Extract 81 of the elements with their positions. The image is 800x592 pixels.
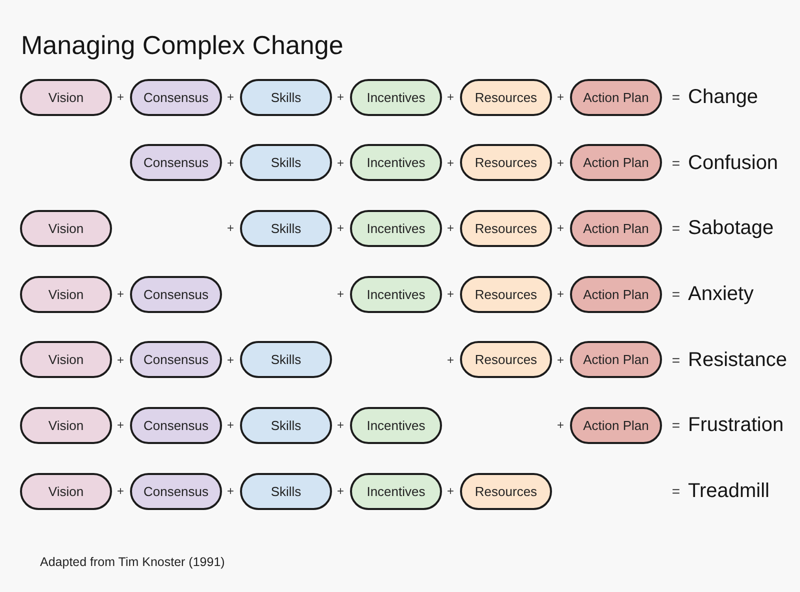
- plus-sign: +: [557, 288, 564, 300]
- plus-sign: +: [557, 91, 564, 103]
- plus-sign: +: [447, 156, 454, 169]
- factor-pill: Action Plan: [570, 406, 662, 444]
- factor-pill: Consensus: [130, 472, 222, 510]
- plus-sign: +: [227, 485, 234, 498]
- outcome-label: Treadmill: [688, 479, 770, 504]
- source-caption: Adapted from Tim Knoster (1991): [40, 554, 225, 570]
- plus-sign: +: [557, 222, 564, 234]
- factor-pill: Consensus: [130, 406, 222, 444]
- factor-pill: Skills: [240, 210, 332, 247]
- plus-sign: +: [117, 485, 124, 498]
- factor-pill: Skills: [240, 406, 332, 444]
- equals-sign: =: [672, 287, 680, 301]
- outcome-label: Anxiety: [688, 282, 754, 306]
- equals-sign: =: [672, 418, 680, 432]
- factor-pill: Incentives: [350, 144, 442, 182]
- equals-sign: =: [672, 90, 680, 104]
- plus-sign: +: [447, 288, 454, 300]
- factor-pill: Incentives: [350, 472, 442, 510]
- plus-sign: +: [447, 354, 454, 366]
- plus-sign: +: [227, 354, 234, 366]
- plus-sign: +: [337, 419, 344, 432]
- factor-pill: Action Plan: [570, 341, 662, 378]
- outcome-label: Resistance: [688, 348, 787, 372]
- plus-sign: +: [227, 222, 234, 234]
- factor-pill: Vision: [20, 472, 112, 510]
- factor-pill: Incentives: [350, 276, 442, 312]
- factor-pill: Resources: [460, 472, 552, 510]
- plus-sign: +: [117, 91, 124, 103]
- factor-pill: Skills: [240, 78, 332, 116]
- factor-pill: Incentives: [350, 406, 442, 444]
- outcome-label: Confusion: [688, 150, 778, 175]
- factor-pill: Skills: [240, 341, 332, 378]
- factor-pill: Skills: [240, 144, 332, 182]
- factor-pill: Incentives: [350, 210, 442, 247]
- factor-pill: Resources: [460, 210, 552, 247]
- plus-sign: +: [227, 156, 234, 169]
- plus-sign: +: [117, 288, 124, 300]
- equals-sign: =: [672, 352, 680, 367]
- plus-sign: +: [557, 354, 564, 366]
- factor-pill: Resources: [460, 276, 552, 312]
- factor-pill: Vision: [20, 341, 112, 378]
- plus-sign: +: [557, 156, 564, 169]
- factor-pill: Action Plan: [570, 276, 662, 312]
- factor-pill: Resources: [460, 78, 552, 116]
- factor-pill: Action Plan: [570, 144, 662, 182]
- outcome-label: Frustration: [688, 413, 784, 438]
- plus-sign: +: [227, 91, 234, 103]
- plus-sign: +: [337, 156, 344, 169]
- factor-pill: Skills: [240, 472, 332, 510]
- plus-sign: +: [337, 91, 344, 103]
- factor-pill: Incentives: [350, 78, 442, 116]
- factor-pill: Vision: [20, 210, 112, 247]
- plus-sign: +: [337, 222, 344, 234]
- equals-sign: =: [672, 221, 680, 236]
- factor-pill: Action Plan: [570, 78, 662, 116]
- factor-pill: Vision: [20, 276, 112, 312]
- plus-sign: +: [557, 419, 564, 432]
- factor-pill: Resources: [460, 144, 552, 182]
- factor-pill: Consensus: [130, 78, 222, 116]
- equals-sign: =: [672, 484, 680, 498]
- plus-sign: +: [447, 91, 454, 103]
- factor-pill: Consensus: [130, 341, 222, 378]
- plus-sign: +: [447, 222, 454, 234]
- outcome-label: Sabotage: [688, 216, 774, 240]
- plus-sign: +: [337, 485, 344, 498]
- factor-pill: Vision: [20, 78, 112, 116]
- equals-sign: =: [672, 156, 680, 170]
- factor-pill: Resources: [460, 341, 552, 378]
- factor-pill: Vision: [20, 406, 112, 444]
- factor-pill: Consensus: [130, 144, 222, 182]
- plus-sign: +: [447, 485, 454, 498]
- plus-sign: +: [117, 419, 124, 432]
- factor-pill: Action Plan: [570, 210, 662, 247]
- plus-sign: +: [117, 354, 124, 366]
- diagram-title: Managing Complex Change: [21, 29, 344, 61]
- outcome-label: Change: [688, 85, 758, 109]
- plus-sign: +: [337, 288, 344, 300]
- factor-pill: Consensus: [130, 276, 222, 312]
- plus-sign: +: [227, 419, 234, 432]
